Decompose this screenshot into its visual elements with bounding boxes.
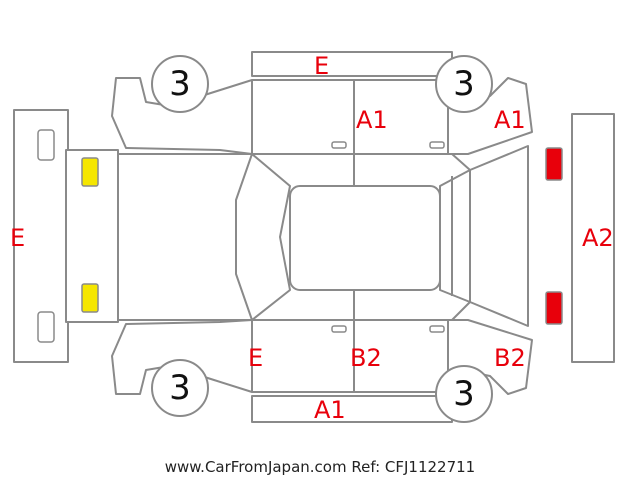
headlight-right <box>81 283 99 313</box>
damage-mark-front-door-top: A1 <box>356 106 388 134</box>
damage-mark-rear-fender-bottom: B2 <box>494 344 526 372</box>
damage-mark-front-fender-bottom: E <box>248 344 263 372</box>
rear-bumper <box>571 113 615 363</box>
upper-roof-strip <box>251 51 453 77</box>
damage-mark-rear-door-bottom: B2 <box>350 344 382 372</box>
wheel-rating: 3 <box>169 64 191 104</box>
wheel-front-right: 3 <box>151 359 209 417</box>
damage-mark-rocker-bottom: A1 <box>314 396 346 424</box>
damage-mark-rear-bumper: A2 <box>582 224 614 252</box>
lower-rocker-strip <box>251 395 453 423</box>
footer-reference: www.CarFromJapan.com Ref: CFJ1122711 <box>165 458 475 476</box>
front-bumper <box>13 109 69 363</box>
damage-mark-front-bumper: E <box>10 224 25 252</box>
damage-mark-rear-fender-top: A1 <box>494 106 526 134</box>
top-view-body <box>65 145 529 327</box>
wheel-rear-left: 3 <box>435 55 493 113</box>
wheel-front-left: 3 <box>151 55 209 113</box>
damage-mark-roof-top: E <box>314 52 329 80</box>
wheel-rating: 3 <box>453 64 475 104</box>
wheel-rating: 3 <box>169 368 191 408</box>
wheel-rating: 3 <box>453 374 475 414</box>
headlight-left <box>81 157 99 187</box>
taillight-left <box>545 147 563 181</box>
taillight-right <box>545 291 563 325</box>
wheel-rear-right: 3 <box>435 365 493 423</box>
